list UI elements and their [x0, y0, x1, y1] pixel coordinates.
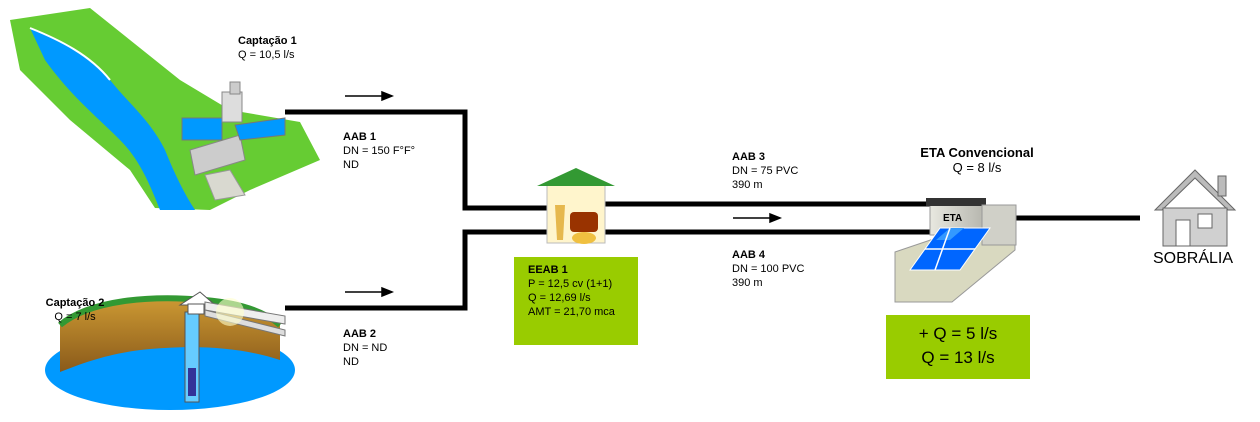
aab3-length: 390 m	[732, 179, 763, 191]
flow-arrows	[345, 90, 783, 298]
aab1-title: AAB 1	[343, 131, 377, 143]
captacao1-river-illustration	[10, 8, 320, 210]
eta-total-flow: Q = 13 l/s	[921, 348, 995, 367]
aab4-dn: DN = 100 PVC	[732, 263, 805, 275]
eeab1-flow: Q = 12,69 l/s	[528, 292, 591, 304]
aab2-title: AAB 2	[343, 328, 377, 340]
aab1-label: AAB 1 DN = 150 F°F° ND	[343, 130, 415, 172]
aab4-title: AAB 4	[732, 249, 766, 261]
captacao1-flow: Q = 10,5 l/s	[238, 49, 295, 61]
aab2-dn: DN = ND	[343, 342, 388, 354]
captacao1-title: Captação 1	[238, 35, 297, 47]
house-icon	[1153, 169, 1237, 247]
captacao2-flow: Q = 7 l/s	[54, 311, 96, 323]
eta-treatment-plant	[894, 198, 1017, 303]
pipe-aab1	[285, 109, 550, 211]
captacao2-title: Captação 2	[45, 297, 105, 309]
aab3-title: AAB 3	[732, 151, 766, 163]
eeab1-info-box: EEAB 1 P = 12,5 cv (1+1) Q = 12,69 l/s A…	[514, 257, 638, 345]
aab1-extra: ND	[343, 159, 359, 171]
aab1-dn: DN = 150 F°F°	[343, 145, 416, 157]
eta-label: ETA Convencional Q = 8 l/s	[893, 146, 1061, 176]
eta-title: ETA Convencional	[920, 145, 1034, 160]
city-name: SOBRÁLIA	[1153, 250, 1234, 267]
aab4-length: 390 m	[732, 277, 763, 289]
captacao1-label: Captação 1 Q = 10,5 l/s	[238, 34, 297, 62]
eeab1-title: EEAB 1	[528, 264, 568, 276]
aab2-extra: ND	[343, 356, 359, 368]
pipe-aab2	[285, 229, 550, 311]
eta-add-flow: + Q = 5 l/s	[918, 324, 998, 343]
aab3-label: AAB 3 DN = 75 PVC 390 m	[732, 150, 798, 192]
aab3-dn: DN = 75 PVC	[732, 165, 799, 177]
pipes	[285, 109, 1140, 311]
eeab1-power: P = 12,5 cv (1+1)	[528, 278, 613, 290]
aab4-label: AAB 4 DN = 100 PVC 390 m	[732, 248, 804, 290]
eeab1-pump-station	[537, 168, 615, 244]
aab2-label: AAB 2 DN = ND ND	[343, 327, 387, 369]
captacao2-well-illustration	[45, 291, 295, 410]
eta-building-label: ETA	[943, 213, 963, 224]
eeab1-amt: AMT = 21,70 mca	[528, 306, 615, 318]
eta-flow-box: + Q = 5 l/s Q = 13 l/s	[886, 315, 1030, 379]
eta-flow: Q = 8 l/s	[952, 160, 1002, 175]
captacao2-label: Captação 2 Q = 7 l/s	[35, 296, 115, 324]
